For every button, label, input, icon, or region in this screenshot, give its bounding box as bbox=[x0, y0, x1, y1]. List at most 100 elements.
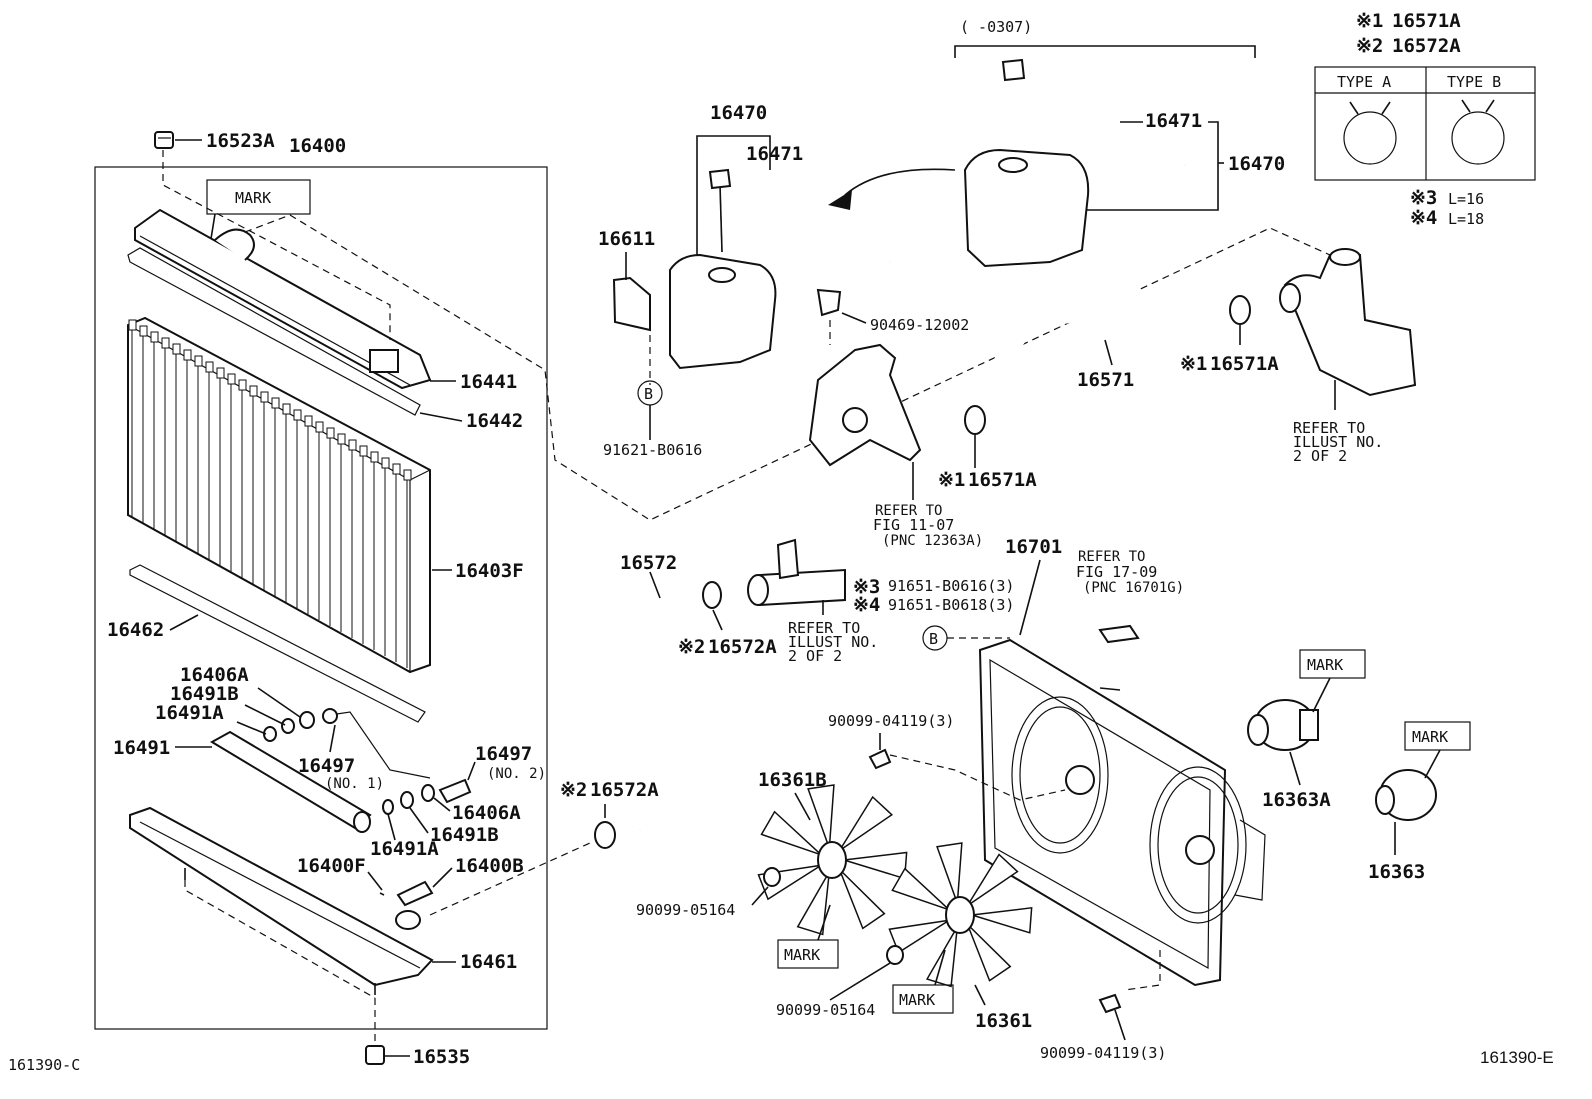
label-16470-left: 16470 bbox=[710, 102, 767, 124]
refer-fig1107-1: REFER TO bbox=[875, 503, 942, 519]
gasket-16442 bbox=[127, 247, 421, 416]
label-90469: 90469-12002 bbox=[870, 316, 969, 334]
legend-16571A: 16571A bbox=[1392, 10, 1461, 32]
label-16571A-right: 16571A bbox=[1210, 353, 1279, 375]
mark-text-16363: MARK bbox=[1412, 728, 1448, 746]
legend-l16: L=16 bbox=[1448, 190, 1484, 208]
label-16470-right: 16470 bbox=[1228, 153, 1285, 175]
label-16471-left: 16471 bbox=[746, 143, 803, 165]
label-16572A-low: 16572A bbox=[590, 779, 659, 801]
legend-note4: ※4 bbox=[1410, 207, 1437, 229]
label-90099-04119-bot: 90099-04119(3) bbox=[1040, 1044, 1166, 1062]
legend-note2: ※2 bbox=[1356, 35, 1383, 57]
clamp-type-legend: ※1 16571A ※2 16572A TYPE A TYPE B ※3 L=1… bbox=[1314, 10, 1536, 229]
upper-tank-16441 bbox=[134, 208, 456, 390]
circle-b-top-text: B bbox=[644, 385, 653, 403]
note3-bolt: ※3 bbox=[853, 576, 880, 598]
clamp-16571A-right bbox=[1229, 295, 1251, 345]
overflow-hose-16471-right bbox=[1001, 58, 1186, 167]
radiator-assembly: 16523A 16400 MARK 16441 16442 16403F bbox=[94, 130, 1331, 1068]
refer-b-1: REFER TO bbox=[788, 619, 860, 637]
label-16403F: 16403F bbox=[455, 560, 524, 582]
nut-90099-05164-left bbox=[751, 867, 781, 906]
mark-box-16363 bbox=[1404, 721, 1471, 751]
mark-text-fan2: MARK bbox=[899, 991, 935, 1009]
label-16572: 16572 bbox=[620, 552, 677, 574]
tag-label bbox=[1098, 624, 1140, 644]
drain-cock-16400B bbox=[396, 867, 453, 907]
washers-top bbox=[263, 711, 315, 742]
fan-16361 bbox=[888, 842, 1033, 988]
label-90099-05164-low: 90099-05164 bbox=[776, 1001, 875, 1019]
label-16442: 16442 bbox=[466, 410, 523, 432]
washers-bottom bbox=[382, 784, 435, 815]
clamp-type-a-icon bbox=[1343, 101, 1397, 165]
label-16361: 16361 bbox=[975, 1010, 1032, 1032]
label-16491: 16491 bbox=[113, 737, 170, 759]
label-90099-04119-top: 90099-04119(3) bbox=[828, 712, 954, 730]
reservoir-tank-16470-right bbox=[963, 148, 1090, 268]
code-right: 161390-E bbox=[1480, 1048, 1554, 1067]
refer-a-2: ILLUST NO. bbox=[1293, 433, 1383, 451]
mark-box-fan2 bbox=[892, 984, 954, 1014]
note1-mid: ※1 bbox=[938, 469, 965, 491]
label-16491A-bot: 16491A bbox=[370, 838, 439, 860]
label-16400: 16400 bbox=[289, 135, 346, 157]
nut-90099-05164-low bbox=[829, 945, 904, 1001]
refer-a-3: 2 OF 2 bbox=[1293, 447, 1347, 465]
water-inlet-pipe bbox=[747, 538, 846, 615]
bolt-90099-04119-bot bbox=[1098, 993, 1122, 1014]
legend-note3: ※3 bbox=[1410, 187, 1437, 209]
label-16400B: 16400B bbox=[455, 855, 524, 877]
upper-hose-16571 bbox=[989, 279, 1212, 411]
label-16406A-bot: 16406A bbox=[452, 802, 521, 824]
label-16441: 16441 bbox=[460, 371, 517, 393]
circle-b-bot-text: B bbox=[929, 630, 938, 648]
fan-16361B bbox=[757, 784, 908, 936]
fan-shroud-16701 bbox=[978, 638, 1266, 987]
code-left: 161390-C bbox=[8, 1056, 80, 1074]
refer-fig1709-3: (PNC 16701G) bbox=[1083, 580, 1184, 596]
clamp-16571A-mid bbox=[964, 405, 986, 435]
gasket-16462 bbox=[129, 564, 426, 723]
clamp-16572A-low bbox=[594, 804, 616, 849]
overflow-hose-16471-left bbox=[708, 168, 891, 264]
label-no2: (NO. 2) bbox=[487, 766, 546, 782]
mark-text-fan1: MARK bbox=[784, 946, 820, 964]
label-16491A-top: 16491A bbox=[155, 702, 224, 724]
label-16523A: 16523A bbox=[206, 130, 275, 152]
mark-text-radiator: MARK bbox=[235, 189, 271, 207]
label-16361B: 16361B bbox=[758, 769, 827, 791]
refer-fig1709-2: FIG 17-09 bbox=[1076, 563, 1157, 581]
lower-tank-16461 bbox=[129, 806, 456, 995]
label-16535: 16535 bbox=[413, 1046, 470, 1068]
motor-16363 bbox=[1375, 769, 1437, 855]
label-16406A-top: 16406A bbox=[180, 664, 249, 686]
label-16572A-mid: 16572A bbox=[708, 636, 777, 658]
reservoir-assembly-left: 16470 16471 16611 B 91621-B0616 bbox=[598, 102, 956, 459]
label-91651-0618: 91651-B0618(3) bbox=[888, 596, 1014, 614]
legend-note1: ※1 bbox=[1356, 10, 1383, 32]
core-16403F bbox=[127, 316, 452, 674]
label-16701: 16701 bbox=[1005, 536, 1062, 558]
plug-16535 bbox=[365, 1045, 410, 1065]
refer-fig1107-3: (PNC 12363A) bbox=[882, 533, 983, 549]
lower-hose-16572 bbox=[626, 571, 713, 842]
radiator-group-frame bbox=[94, 166, 548, 1030]
label-16461: 16461 bbox=[460, 951, 517, 973]
range-label: ( -0307) bbox=[960, 18, 1032, 36]
label-16491B-bot: 16491B bbox=[430, 824, 499, 846]
mark-box-radiator bbox=[206, 179, 311, 215]
reservoir-assembly-right: ( -0307) 16471 16470 bbox=[954, 18, 1285, 268]
clamp-16572A-mid bbox=[702, 581, 723, 631]
refer-a-1: REFER TO bbox=[1293, 419, 1365, 437]
legend-type-b: TYPE B bbox=[1447, 73, 1501, 91]
note1-right: ※1 bbox=[1180, 353, 1207, 375]
label-91621: 91621-B0616 bbox=[603, 441, 702, 459]
oil-cooler-16491 bbox=[175, 730, 372, 833]
refer-fig1107-2: FIG 11-07 bbox=[873, 516, 954, 534]
label-16571: 16571 bbox=[1077, 369, 1134, 391]
connector-16497-no2 bbox=[438, 778, 472, 804]
mark-box-16363A bbox=[1299, 649, 1366, 679]
